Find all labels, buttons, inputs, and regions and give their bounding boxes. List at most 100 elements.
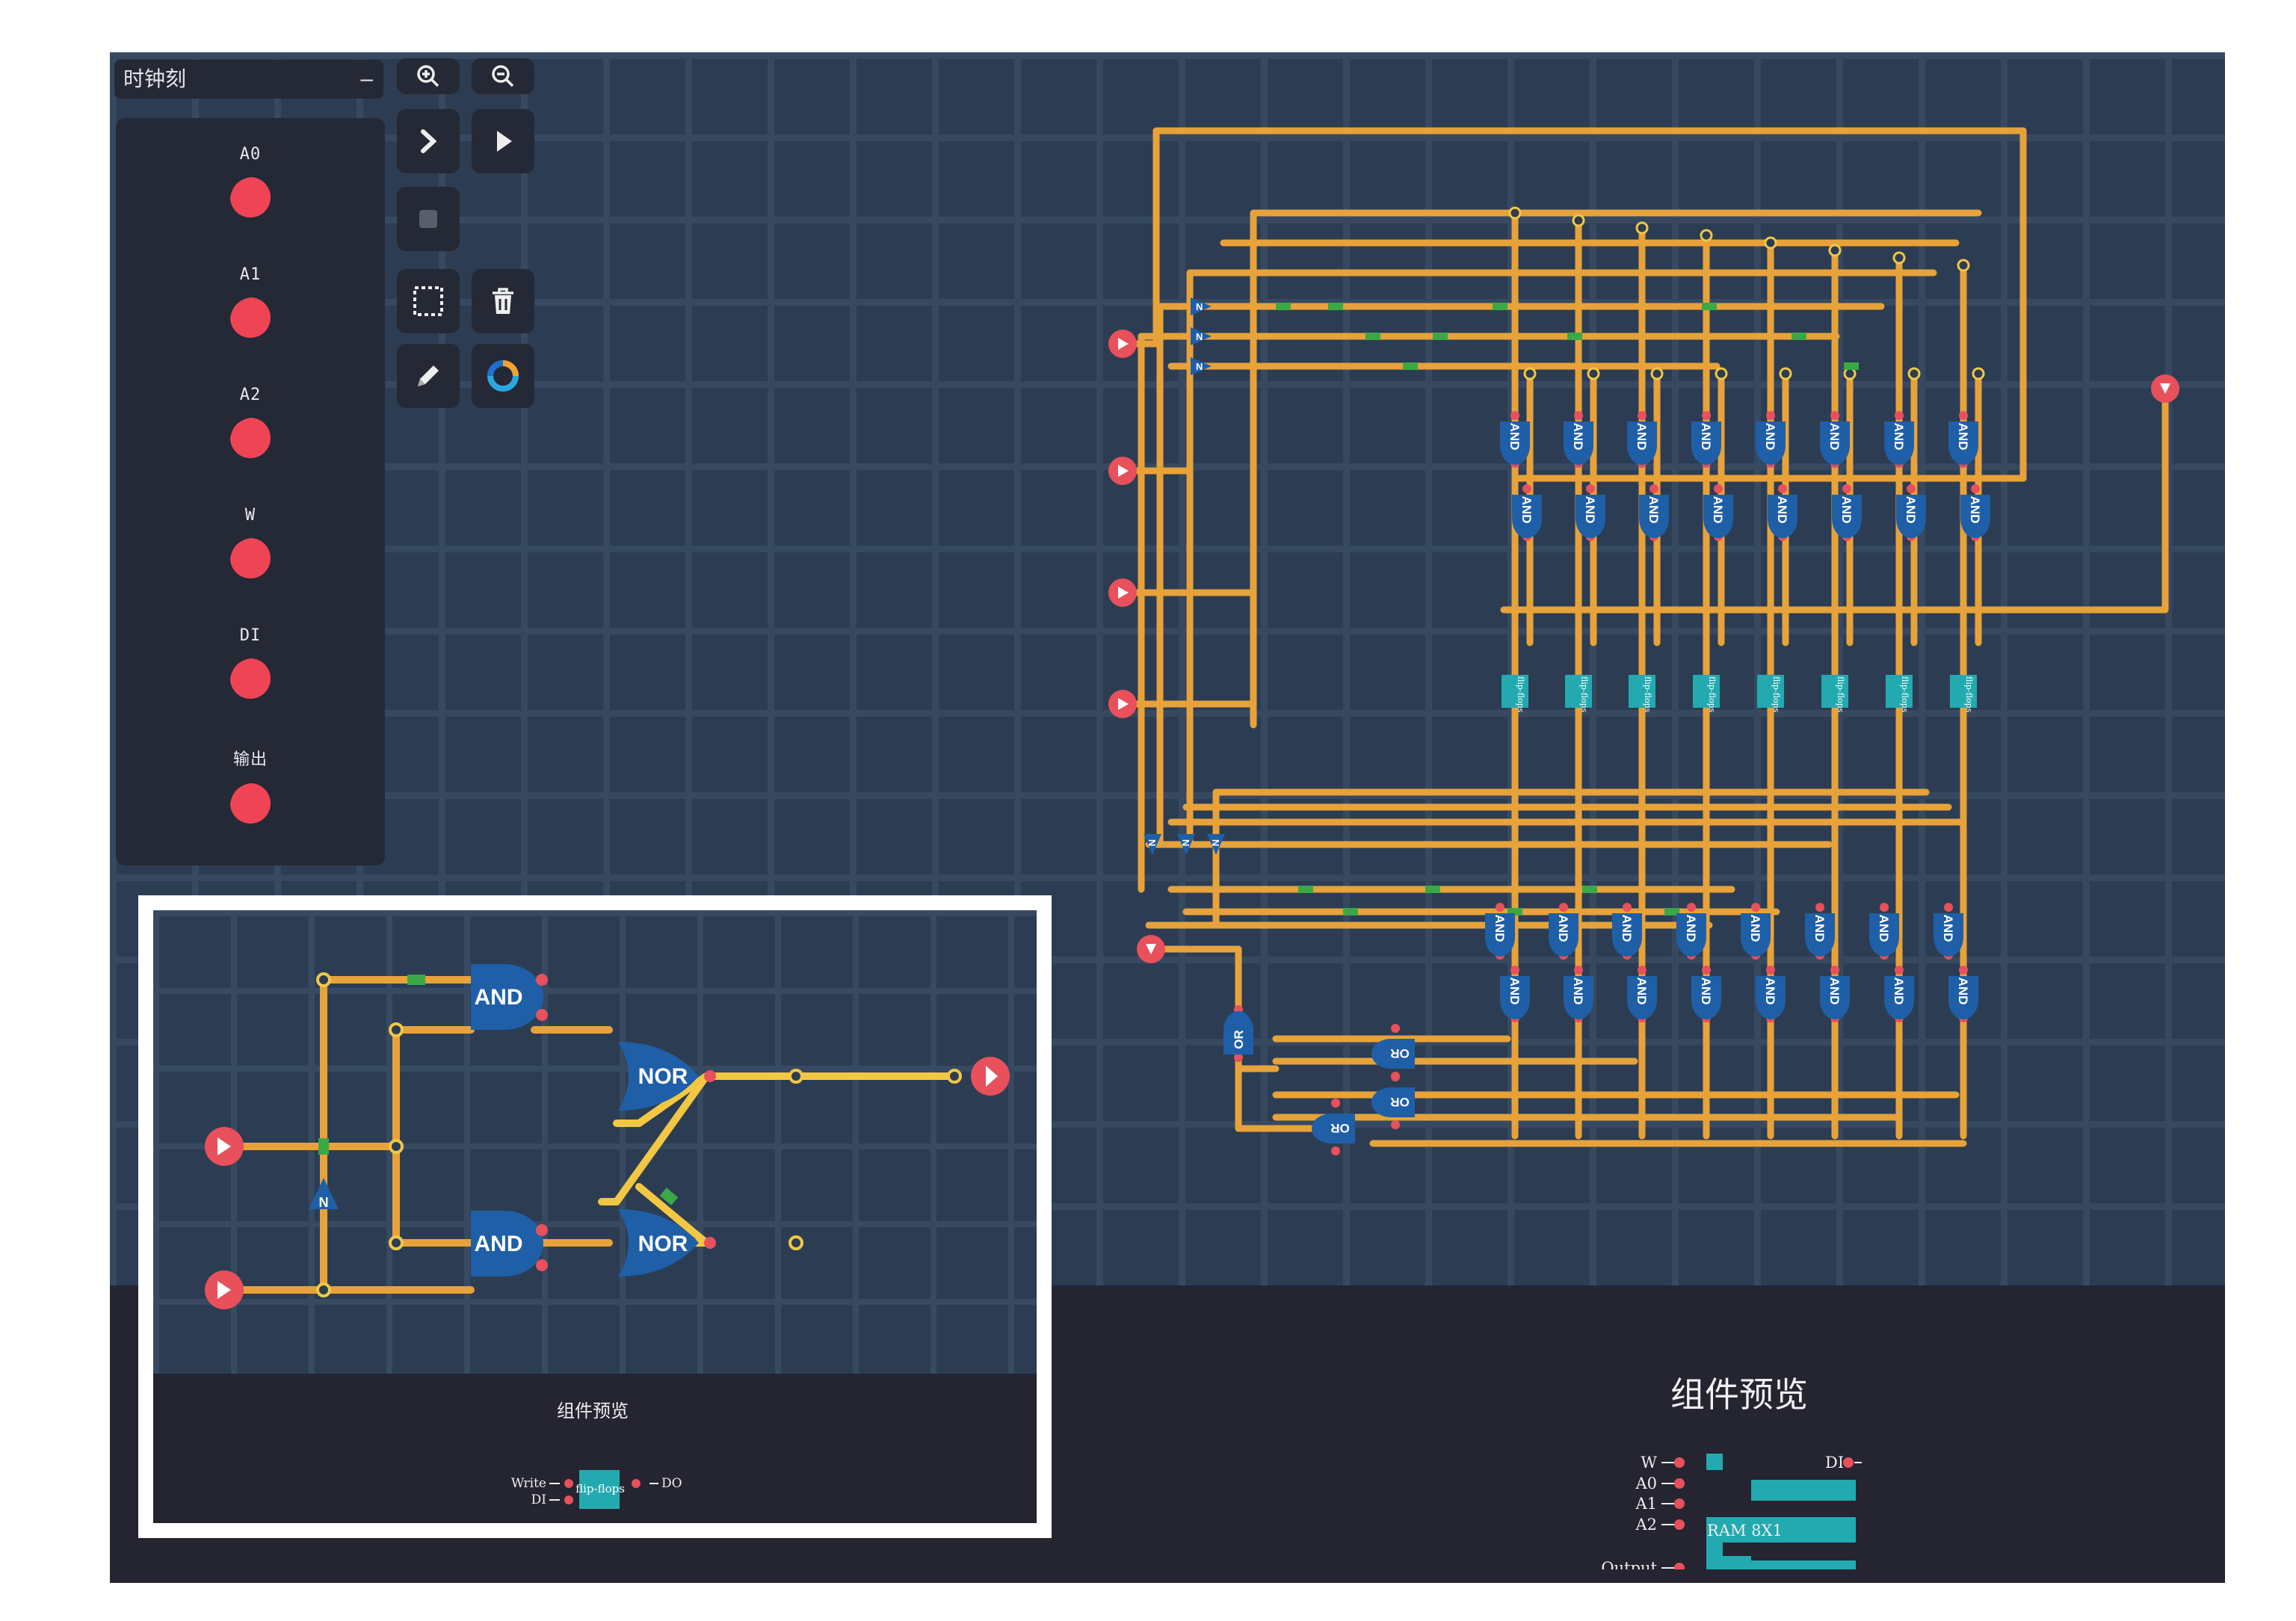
svg-text:AND: AND (1892, 423, 1906, 451)
flip-flop-block[interactable]: flip-flops (1886, 675, 1913, 713)
output-pin[interactable] (1137, 935, 1165, 963)
and-gate-row4[interactable]: AND (1948, 976, 1978, 1019)
output-pin-icon (230, 783, 271, 824)
flip-flop-block[interactable]: flip-flops (1757, 675, 1784, 713)
and-gate-row1[interactable]: AND (1884, 422, 1914, 465)
and-gate-row2[interactable]: AND (1703, 495, 1733, 538)
zoom-out-icon (492, 65, 514, 87)
and-gate-row2[interactable]: AND (1832, 495, 1862, 538)
io-pin-panel: A0 A1 A2 W DI 输出 (116, 118, 385, 865)
pin-a0-label: A0 (1635, 1475, 1657, 1492)
and-gate-row2[interactable]: AND (1768, 495, 1797, 538)
clock-mode-select[interactable]: 时钟刻 – (114, 60, 383, 99)
flip-flop-block[interactable]: flip-flops (1950, 675, 1977, 713)
and-gate-row1[interactable]: AND (1627, 422, 1657, 465)
and-gate-row4[interactable]: AND (1564, 976, 1593, 1019)
color-button[interactable] (472, 344, 534, 408)
delete-button[interactable] (472, 269, 534, 333)
and-gate-row2[interactable]: AND (1576, 495, 1605, 538)
input-pin-icon (230, 538, 271, 578)
and-gate-row3[interactable]: AND (1805, 913, 1835, 957)
and-gate-row3[interactable]: AND (1612, 913, 1642, 957)
or-gate[interactable]: OR (1223, 1011, 1253, 1055)
svg-text:flip-flops: flip-flops (1579, 676, 1589, 713)
not-gate[interactable]: N (1177, 834, 1195, 855)
flip-flop-block[interactable]: flip-flops (1502, 675, 1528, 713)
circuit-canvas[interactable]: flip-flopsANDANDANDANDflip-flopsANDANDAN… (110, 52, 2225, 1285)
io-item-a2[interactable]: A2 (116, 386, 385, 461)
and-gate-row4[interactable]: AND (1627, 976, 1657, 1019)
ff-pin-di: DI (531, 1492, 546, 1507)
flip-flop-block[interactable]: flip-flops (1565, 675, 1592, 713)
or-gate[interactable]: OR (1312, 1114, 1355, 1143)
input-pin-icon (230, 297, 271, 338)
svg-text:AND: AND (1941, 915, 1955, 942)
io-item-di[interactable]: DI (116, 626, 385, 702)
and-gate-row3[interactable]: AND (1869, 913, 1899, 957)
svg-text:AND: AND (1812, 915, 1827, 942)
svg-text:AND: AND (1635, 423, 1649, 451)
and-gate-row1[interactable]: AND (1564, 422, 1593, 465)
and-gate-row3[interactable]: AND (1549, 913, 1578, 957)
and-gate-row4[interactable]: AND (1884, 976, 1914, 1019)
svg-text:flip-flops: flip-flops (1643, 676, 1652, 713)
output-pin[interactable] (2151, 374, 2179, 403)
svg-text:flip-flops: flip-flops (1707, 676, 1717, 713)
ram-chip-preview: RAM 8X1 W A0 A1 A2 Output DI (1601, 1454, 1862, 1569)
select-button[interactable] (397, 269, 460, 333)
and-gate-row1[interactable]: AND (1691, 422, 1721, 465)
svg-text:OR: OR (1232, 1030, 1246, 1049)
and-gate-row4[interactable]: AND (1691, 976, 1721, 1019)
and-gate-row3[interactable]: AND (1485, 913, 1515, 957)
svg-text:N: N (1196, 301, 1203, 312)
input-pin[interactable] (1108, 330, 1137, 358)
svg-text:AND: AND (1775, 496, 1789, 524)
input-pin[interactable] (1108, 457, 1137, 485)
and-gate-row4[interactable]: AND (1756, 976, 1786, 1019)
edit-button[interactable] (397, 344, 460, 408)
and-gate-row4[interactable]: AND (1500, 976, 1530, 1019)
and-gate-row3[interactable]: AND (1676, 913, 1706, 957)
io-item-a0[interactable]: A0 (116, 145, 385, 220)
svg-text:flip-flops: flip-flops (1900, 676, 1910, 713)
and-gate-row2[interactable]: AND (1960, 495, 1990, 538)
flip-flop-chip-preview: flip-flops Write DI DO (511, 1470, 682, 1509)
zoom-out-button[interactable] (472, 58, 534, 94)
not-gate[interactable]: N (1144, 834, 1161, 855)
input-pin-icon (230, 418, 271, 458)
svg-text:AND: AND (1507, 978, 1522, 1005)
flip-flop-block[interactable]: flip-flops (1629, 675, 1655, 713)
stop-button[interactable] (397, 187, 460, 251)
step-button[interactable] (397, 109, 460, 173)
input-pin[interactable] (1108, 578, 1137, 607)
and-gate-row1[interactable]: AND (1500, 422, 1530, 465)
flip-flop-block[interactable]: flip-flops (1821, 675, 1848, 713)
pin-di-label: DI (1825, 1454, 1844, 1472)
and-gate-row1[interactable]: AND (1820, 422, 1850, 465)
and-gate-row1[interactable]: AND (1948, 422, 1978, 465)
and-gate-row3[interactable]: AND (1741, 913, 1771, 957)
io-item-w[interactable]: W (116, 506, 385, 581)
and-gate-row3[interactable]: AND (1934, 913, 1963, 957)
not-gate[interactable]: N (1207, 834, 1225, 855)
and-gate-row2[interactable]: AND (1896, 495, 1926, 538)
flip-flop-block[interactable]: flip-flops (1693, 675, 1720, 713)
or-gate[interactable]: OR (1371, 1087, 1415, 1117)
io-item-output[interactable]: 输出 (116, 746, 385, 827)
and-gate-row2[interactable]: AND (1639, 495, 1669, 538)
not-gate[interactable]: N (1191, 357, 1212, 375)
not-gate[interactable]: N (1191, 327, 1212, 345)
stop-icon (419, 210, 437, 228)
play-button[interactable] (472, 109, 534, 173)
and-gate-row1[interactable]: AND (1756, 422, 1786, 465)
svg-text:N: N (1147, 839, 1158, 846)
svg-text:AND: AND (1507, 423, 1522, 451)
io-item-a1[interactable]: A1 (116, 265, 385, 341)
zoom-in-button[interactable] (397, 58, 460, 94)
input-pin[interactable] (1108, 690, 1137, 718)
and-gate-row4[interactable]: AND (1820, 976, 1850, 1019)
or-gate[interactable]: OR (1371, 1039, 1415, 1069)
not-gate[interactable]: N (1191, 297, 1212, 315)
and-gate-row2[interactable]: AND (1512, 495, 1542, 538)
svg-text:AND: AND (1748, 915, 1762, 942)
